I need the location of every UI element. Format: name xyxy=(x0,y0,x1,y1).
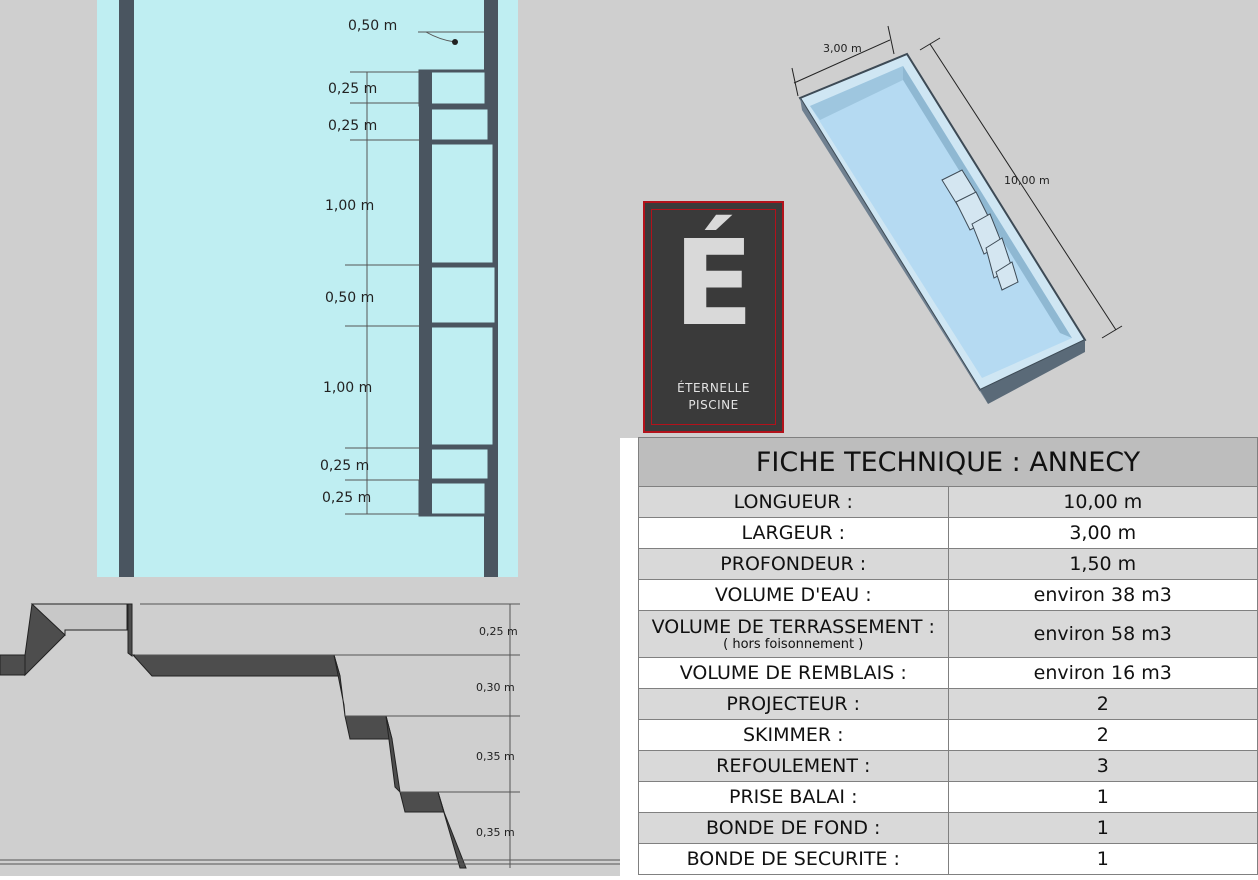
pool-steps xyxy=(941,169,1019,291)
section-view-drawing: 0,25 m 0,30 m 0,35 m 0,35 m xyxy=(0,603,620,869)
row-label-main: VOLUME DE TERRASSEMENT : xyxy=(651,616,935,638)
pool-outer-wall xyxy=(980,340,1085,404)
table-row: VOLUME DE TERRASSEMENT : ( hors foisonne… xyxy=(638,610,1258,658)
row-label: SKIMMER : xyxy=(638,719,949,751)
table-row: BONDE DE FOND : 1 xyxy=(638,812,1258,844)
row-value: 3,00 m xyxy=(947,517,1258,549)
row-value: environ 58 m3 xyxy=(947,610,1258,658)
dim-label-0-25: 0,25 m xyxy=(322,490,371,506)
pool-floor xyxy=(810,66,1072,378)
table-row: REFOULEMENT : 3 xyxy=(638,750,1258,782)
row-label: VOLUME D'EAU : xyxy=(638,579,949,611)
row-label: LARGEUR : xyxy=(638,517,949,549)
stair-block xyxy=(428,324,496,448)
dimension-lines xyxy=(345,31,484,515)
iso-dimension-lines xyxy=(791,25,1123,339)
dimension-dot xyxy=(452,39,458,45)
dim-label-0-25: 0,25 m xyxy=(328,81,377,97)
row-sublabel: ( hors foisonnement ) xyxy=(723,637,864,652)
table-row: SKIMMER : 2 xyxy=(638,719,1258,751)
dim-label-0-25: 0,25 m xyxy=(328,118,377,134)
row-value: 2 xyxy=(947,688,1258,720)
table-row: PRISE BALAI : 1 xyxy=(638,781,1258,813)
logo-brand-line2: PISCINE xyxy=(688,398,739,412)
plan-view-panel: 0,50 m 0,25 m 0,25 m 1,00 m 0,50 m 1,00 … xyxy=(0,0,620,590)
dim-label-0-50: 0,50 m xyxy=(348,18,397,34)
row-value: 1,50 m xyxy=(947,548,1258,580)
section-dim-label: 0,25 m xyxy=(479,625,518,638)
row-label: LONGUEUR : xyxy=(638,486,949,518)
section-dim-label: 0,30 m xyxy=(476,681,515,694)
table-row: PROFONDEUR : 1,50 m xyxy=(638,548,1258,580)
row-label: REFOULEMENT : xyxy=(638,750,949,782)
table-row: PROJECTEUR : 2 xyxy=(638,688,1258,720)
row-value: 1 xyxy=(947,812,1258,844)
pool-inner-wall xyxy=(810,66,903,120)
row-value: 10,00 m xyxy=(947,486,1258,518)
section-dimension-lines xyxy=(0,603,620,868)
stair-block xyxy=(428,264,498,326)
stair-block xyxy=(428,141,496,266)
pool-wall-left xyxy=(119,0,134,577)
row-label: PROJECTEUR : xyxy=(638,688,949,720)
row-value: environ 38 m3 xyxy=(947,579,1258,611)
row-value: 3 xyxy=(947,750,1258,782)
row-label: VOLUME DE TERRASSEMENT : ( hors foisonne… xyxy=(638,610,949,658)
row-label: VOLUME DE REMBLAIS : xyxy=(638,657,949,689)
logo-letter: É xyxy=(673,214,754,352)
stair-block xyxy=(423,106,491,143)
logo-inner-border xyxy=(651,209,776,425)
row-value: 2 xyxy=(947,719,1258,751)
iso-dim-width: 3,00 m xyxy=(823,42,862,55)
row-label: PROFONDEUR : xyxy=(638,548,949,580)
section-view-panel: 0,25 m 0,30 m 0,35 m 0,35 m xyxy=(0,590,620,876)
section-steps xyxy=(0,603,467,869)
pool-inner-wall xyxy=(903,66,1072,338)
table-row: LONGUEUR : 10,00 m xyxy=(638,486,1258,518)
section-dim-label: 0,35 m xyxy=(476,826,515,839)
row-value: 1 xyxy=(947,781,1258,813)
dim-label-1-00: 1,00 m xyxy=(323,380,372,396)
row-label: BONDE DE FOND : xyxy=(638,812,949,844)
table-row: BONDE DE SECURITE : 1 xyxy=(638,843,1258,875)
plan-view-drawing: 0,50 m 0,25 m 0,25 m 1,00 m 0,50 m 1,00 … xyxy=(97,0,518,577)
eternelle-piscine-logo: É ÉTERNELLE PISCINE xyxy=(643,201,784,433)
table-row: VOLUME DE REMBLAIS : environ 16 m3 xyxy=(638,657,1258,689)
row-label: PRISE BALAI : xyxy=(638,781,949,813)
table-row: VOLUME D'EAU : environ 38 m3 xyxy=(638,579,1258,611)
table-title: FICHE TECHNIQUE : ANNECY xyxy=(638,437,1258,487)
table-row: LARGEUR : 3,00 m xyxy=(638,517,1258,549)
iso-dim-length: 10,00 m xyxy=(1004,174,1050,187)
section-dim-label: 0,35 m xyxy=(476,750,515,763)
pool-outer-wall xyxy=(800,98,988,404)
logo-brand-line1: ÉTERNELLE xyxy=(677,381,750,395)
row-value: 1 xyxy=(947,843,1258,875)
stair-side-wall xyxy=(419,70,432,516)
isometric-pool-drawing: 3,00 m 10,00 m xyxy=(791,25,1123,404)
stair-block xyxy=(423,446,491,482)
dim-label-0-25: 0,25 m xyxy=(320,458,369,474)
dim-label-0-50: 0,50 m xyxy=(325,290,374,306)
row-label: BONDE DE SECURITE : xyxy=(638,843,949,875)
dim-label-1-00: 1,00 m xyxy=(325,198,374,214)
row-value: environ 16 m3 xyxy=(947,657,1258,689)
technical-sheet-table: FICHE TECHNIQUE : ANNECY LONGUEUR : 10,0… xyxy=(638,437,1258,875)
